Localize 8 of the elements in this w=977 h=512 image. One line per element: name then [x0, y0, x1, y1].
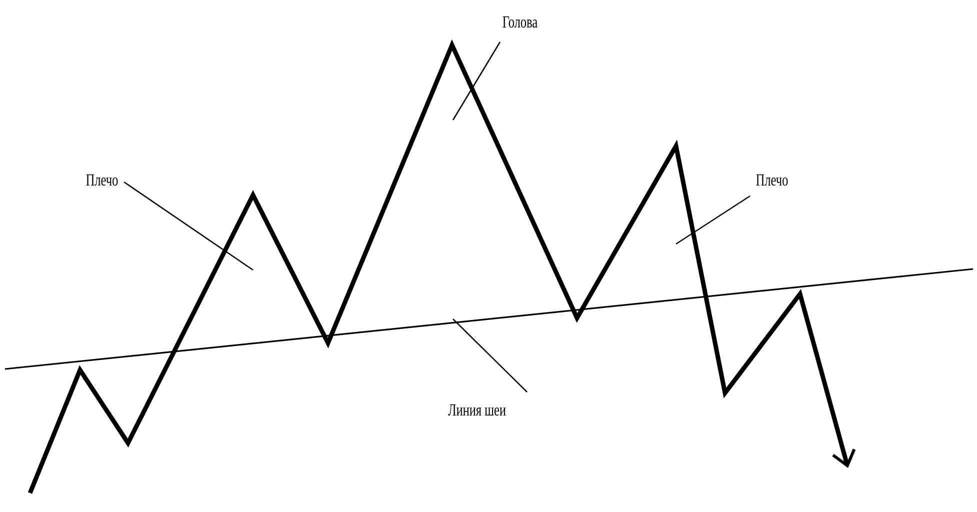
label: Плечо [756, 174, 788, 186]
leader-line [676, 195, 750, 245]
label: Голова [502, 16, 538, 28]
label: Плечо [86, 174, 118, 186]
leader-line [124, 181, 254, 271]
leader-line [452, 318, 528, 392]
leader-line [452, 42, 501, 120]
label: Линия шеи [448, 404, 506, 416]
